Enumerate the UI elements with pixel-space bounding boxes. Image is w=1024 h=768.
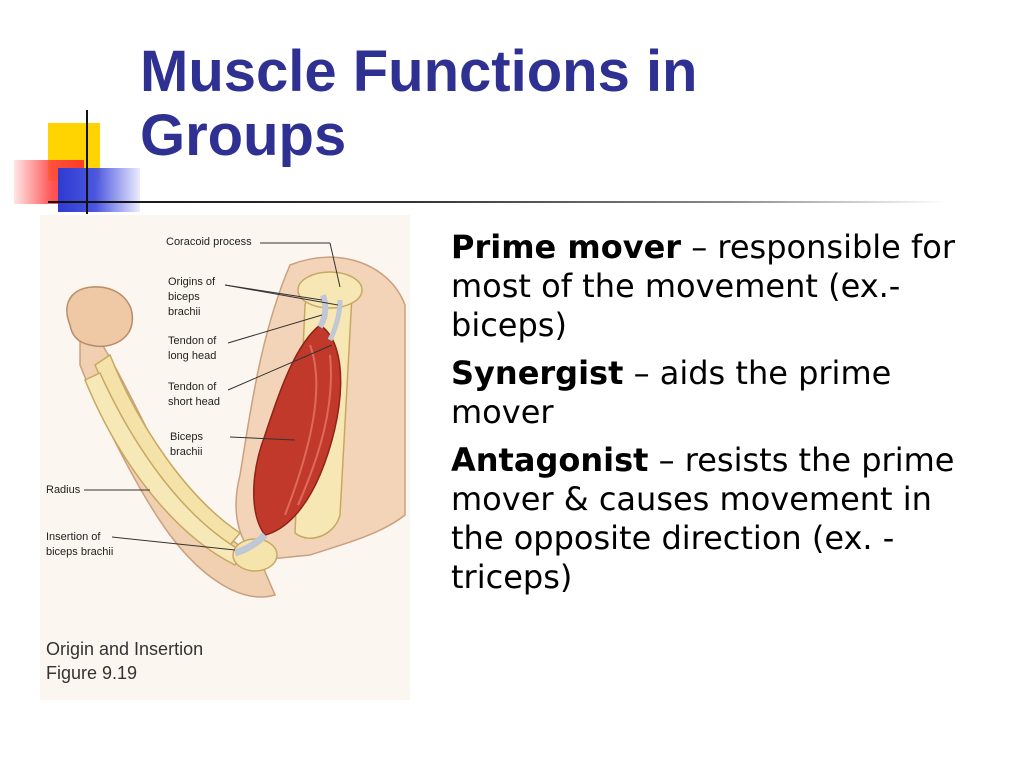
point-synergist: Synergist – aids the prime mover [451, 354, 991, 432]
label-insertion-biceps: Insertion of biceps brachii [46, 531, 114, 558]
label-origins-biceps: Origins of biceps brachii [168, 276, 216, 318]
title-underline [48, 201, 948, 203]
caption-line-2: Figure 9.19 [46, 663, 138, 683]
desc-synergist: – aids the prime mover [451, 354, 892, 431]
point-prime-mover: Prime mover – responsible for most of th… [451, 228, 991, 345]
muscle-roles-list: Prime mover – responsible for most of th… [451, 228, 991, 606]
caption-line-1: Origin and Insertion [46, 639, 204, 659]
point-antagonist: Antagonist – resists the prime mover & c… [451, 441, 991, 597]
label-coracoid-process: Coracoid process [166, 236, 252, 248]
slide-title: Muscle Functions in Groups [140, 40, 960, 168]
term-prime-mover: Prime mover [451, 228, 682, 266]
desc-prime-mover: – responsible for most of the movement (… [451, 228, 956, 344]
label-tendon-long-head: Tendon of long head [168, 335, 217, 362]
desc-antagonist: – resists the prime mover & causes movem… [451, 441, 955, 596]
term-antagonist: Antagonist [451, 441, 649, 479]
title-line-1: Muscle Functions in [140, 39, 698, 104]
label-biceps-brachii: Biceps brachii [170, 431, 204, 458]
arm-muscle-figure: Coracoid process Origins of biceps brach… [40, 215, 410, 700]
decor-blue-bar [58, 168, 140, 212]
figure-caption: Origin and Insertion Figure 9.19 [46, 637, 203, 685]
term-synergist: Synergist [451, 354, 624, 392]
decor-vertical-line [86, 110, 88, 214]
label-tendon-short-head: Tendon of short head [168, 381, 220, 408]
label-radius: Radius [46, 484, 81, 496]
arm-illustration [66, 242, 406, 598]
title-line-2: Groups [140, 103, 347, 168]
